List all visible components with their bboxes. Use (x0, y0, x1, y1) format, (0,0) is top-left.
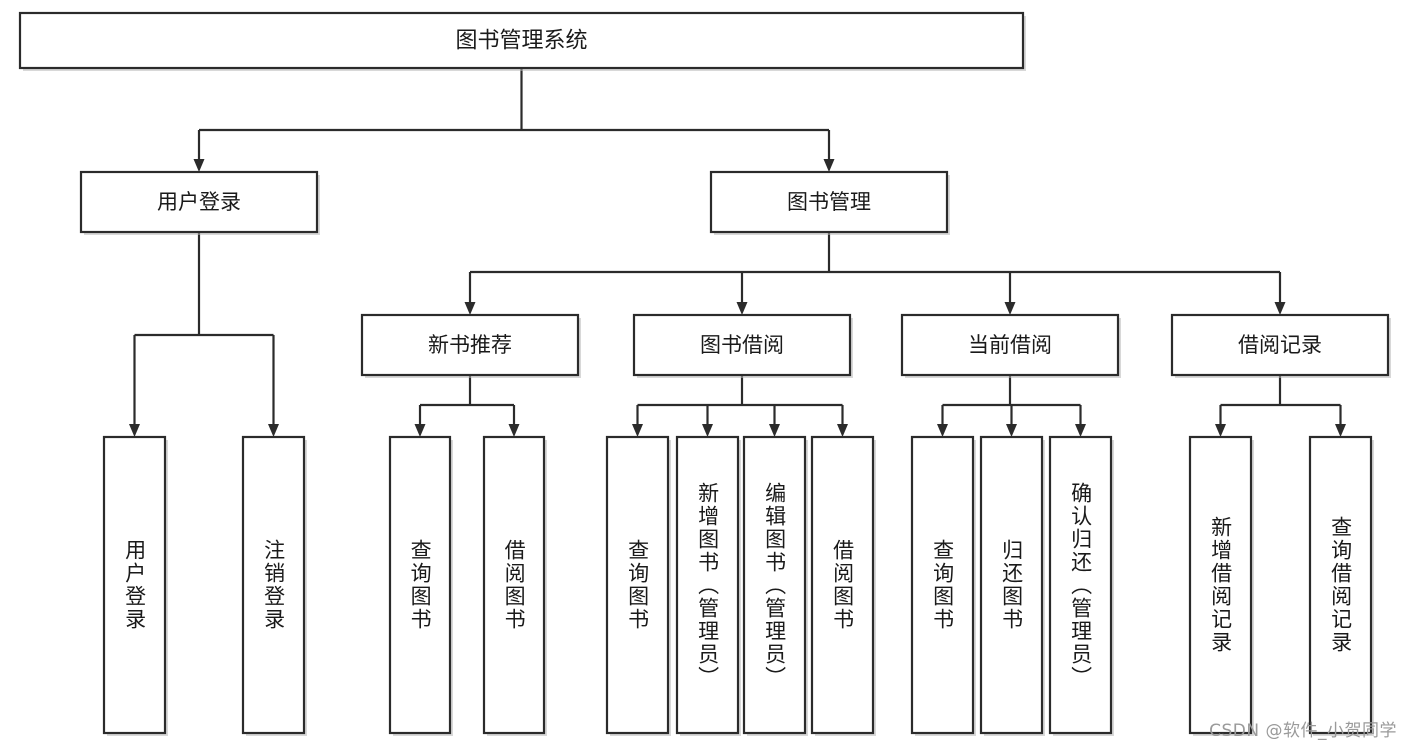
node-label-current-borrow: 当前借阅 (968, 333, 1052, 357)
connector-arrow-icon (508, 424, 520, 437)
connector-arrow-icon (1335, 424, 1346, 437)
watermark-text: CSDN @软件_小贺同学 (1209, 721, 1397, 741)
node-box-leaf-logout[interactable] (241, 435, 306, 735)
connector-arrow-icon (193, 159, 205, 172)
connector-arrow-icon (736, 302, 748, 315)
node-box-leaf-user-login[interactable] (102, 435, 167, 735)
connector-arrow-icon (1075, 424, 1086, 437)
node-box-leaf-confirm-return[interactable] (1048, 435, 1113, 735)
connector-arrow-icon (464, 302, 476, 315)
connector-arrow-icon (769, 424, 780, 437)
node-box-layer (18, 11, 1391, 736)
node-box-book-borrow[interactable] (632, 313, 852, 377)
node-box-new-book-rec[interactable] (360, 313, 580, 377)
connector-arrow-icon (823, 159, 835, 172)
node-box-leaf-query-book-cur[interactable] (910, 435, 975, 735)
connector-arrow-icon (129, 424, 140, 437)
node-box-user-login[interactable] (79, 170, 319, 234)
connector-arrow-icon (632, 424, 643, 437)
connector-arrow-icon (268, 424, 279, 437)
connector-c-userlogin-bus (129, 232, 279, 437)
connector-arrow-icon (937, 424, 948, 437)
node-label-book-borrow: 图书借阅 (700, 333, 784, 357)
node-box-leaf-borrow-book-rec[interactable] (482, 435, 546, 735)
node-box-leaf-add-record[interactable] (1188, 435, 1253, 735)
node-label-book-manage: 图书管理 (787, 190, 871, 214)
node-box-leaf-return-book[interactable] (979, 435, 1044, 735)
node-box-leaf-borrow-book[interactable] (810, 435, 875, 735)
node-box-borrow-record[interactable] (1170, 313, 1390, 377)
connector-arrow-icon (1006, 424, 1017, 437)
connector-c-bookborrow-bus (632, 375, 848, 437)
connector-c-curborrow-bus (937, 375, 1086, 437)
node-box-book-manage[interactable] (709, 170, 949, 234)
node-label-borrow-record: 借阅记录 (1238, 333, 1322, 357)
node-box-current-borrow[interactable] (900, 313, 1120, 377)
connector-arrow-icon (1215, 424, 1226, 437)
node-box-root[interactable] (18, 11, 1025, 70)
connector-c-root-bus (193, 68, 835, 172)
node-box-leaf-query-record[interactable] (1308, 435, 1373, 735)
node-box-leaf-add-book[interactable] (675, 435, 740, 735)
node-label-user-login: 用户登录 (157, 190, 241, 214)
connector-arrow-icon (1004, 302, 1016, 315)
connector-arrow-icon (414, 424, 426, 437)
node-label-new-book-rec: 新书推荐 (428, 333, 512, 357)
node-label-root: 图书管理系统 (455, 29, 587, 54)
connector-arrow-icon (1274, 302, 1286, 315)
connector-c-record-bus (1215, 375, 1346, 437)
connector-layer (129, 68, 1346, 437)
connector-c-bookmanage-bus (464, 232, 1286, 315)
node-box-leaf-edit-book[interactable] (742, 435, 807, 735)
connector-arrow-icon (837, 424, 848, 437)
connector-arrow-icon (702, 424, 713, 437)
node-box-leaf-query-book-rec[interactable] (388, 435, 452, 735)
node-box-leaf-query-book-borrow[interactable] (605, 435, 670, 735)
connector-c-newbook-bus (414, 375, 520, 437)
